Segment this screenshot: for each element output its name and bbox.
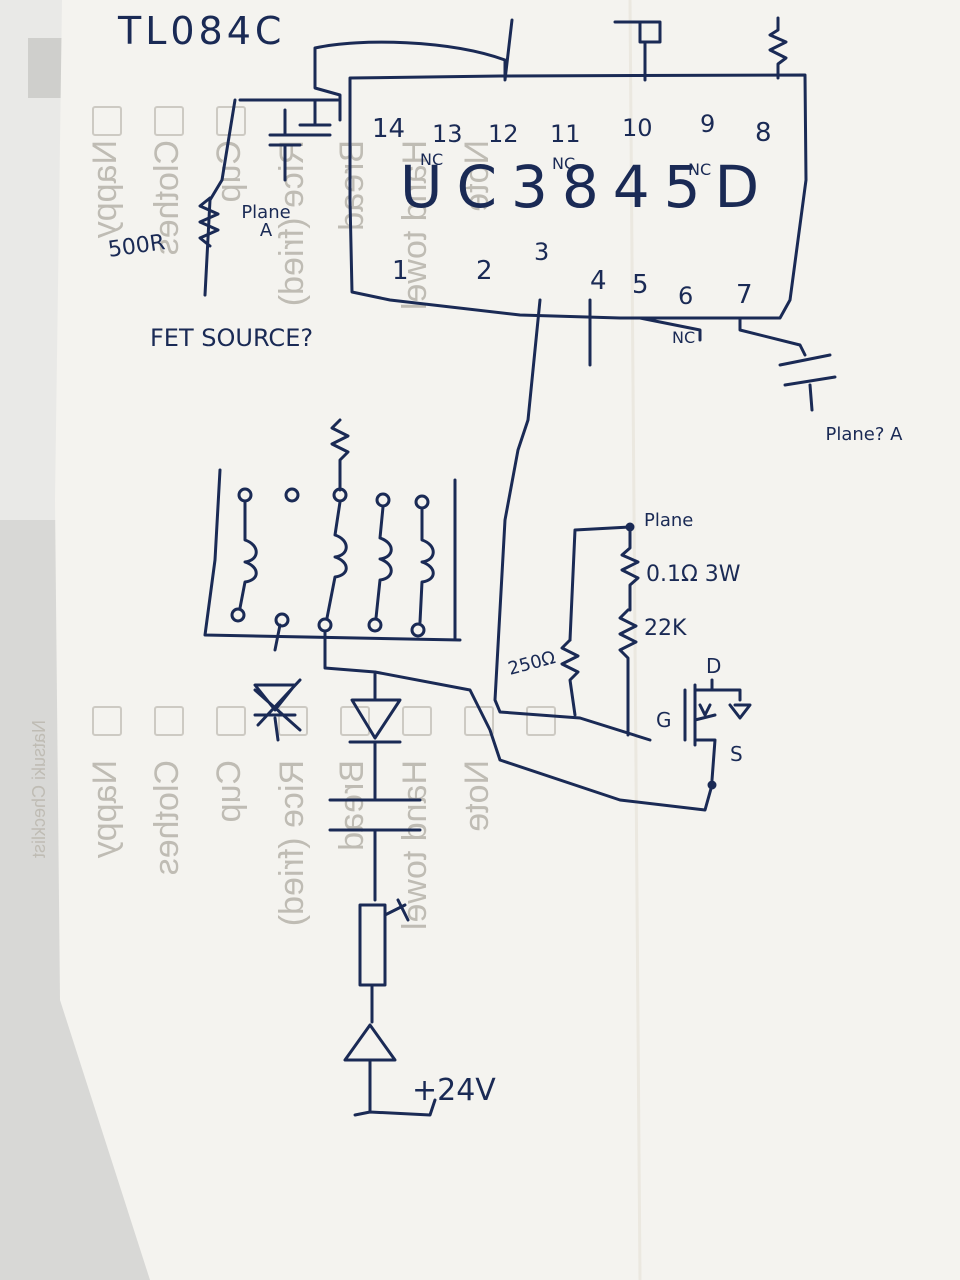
- nc-label: NC: [552, 154, 576, 173]
- pin-number: 9: [700, 110, 716, 138]
- ghost-checkbox: [154, 106, 184, 136]
- supply-label: +24V: [412, 1073, 496, 1108]
- mosfet-gate-label: G: [656, 708, 672, 732]
- terminal-circle: [237, 487, 253, 503]
- terminal-circle: [410, 622, 426, 638]
- inductor-box: [358, 898, 410, 987]
- winding: [418, 507, 435, 624]
- pin8-resistor: [768, 16, 788, 80]
- pin-number: 13: [432, 120, 463, 148]
- pin-number: 11: [550, 120, 581, 148]
- nc-label: NC: [688, 160, 712, 179]
- fet-source-label: FET SOURCE?: [150, 324, 314, 352]
- ghost-checkbox: [216, 706, 246, 736]
- plane-a-right-label: Plane? A: [825, 424, 903, 445]
- terminal-circle: [367, 617, 383, 633]
- pin-number: 7: [736, 280, 753, 310]
- ghost-checkbox: [402, 706, 432, 736]
- cap-pin7: [778, 353, 837, 412]
- terminal-circle: [317, 617, 333, 633]
- sense-resistor-label: 0.1Ω 3W: [646, 562, 741, 587]
- wire-pin7: [738, 316, 807, 357]
- terminal-circle: [284, 487, 300, 503]
- plane-top-label: Plane: [644, 510, 694, 531]
- wire-pin5-6: [638, 316, 702, 342]
- wire-top-loop: [313, 40, 507, 122]
- cap-left-group: [238, 98, 340, 182]
- terminal-circle: [230, 607, 246, 623]
- wire-plane-node: [568, 525, 632, 642]
- ghost-checkbox: [526, 706, 556, 736]
- nc-label: NC: [420, 150, 444, 169]
- ic-body-outline: [348, 73, 808, 320]
- resistor-sense: [620, 528, 640, 612]
- ghost-checkbox: [216, 106, 246, 136]
- tvs-diode: [253, 623, 302, 742]
- series-capacitor: [328, 798, 422, 902]
- ghost-checkbox: [92, 706, 122, 736]
- mosfet-source-dot: [707, 780, 717, 790]
- ghost-checkbox: [278, 706, 308, 736]
- resistor-top-transformer: [330, 418, 350, 492]
- pin-number: 2: [476, 256, 493, 286]
- pin-number: 4: [590, 266, 607, 296]
- pin-number: 5: [632, 270, 649, 300]
- winding: [238, 500, 258, 610]
- terminal-circle: [414, 494, 430, 510]
- wire-secondary-return: [373, 670, 714, 812]
- transformer-outline: [203, 468, 462, 642]
- chip-name: UC3845D: [400, 153, 774, 221]
- page-title: TL084C: [118, 9, 286, 53]
- mosfet-body: [683, 683, 752, 782]
- terminal-circle: [274, 612, 290, 628]
- winding: [374, 505, 393, 620]
- wire-pin3-down: [493, 298, 652, 742]
- input-diode: [343, 983, 437, 1117]
- terminal-circle: [375, 492, 391, 508]
- pin-number: 10: [622, 114, 653, 142]
- rectifier-diode: [348, 698, 402, 800]
- resistor-500r: [198, 196, 220, 248]
- mosfet-drain-label: D: [706, 654, 722, 678]
- nc-label: NC: [672, 328, 696, 347]
- top-switch-symbol: [613, 20, 662, 82]
- pin-number: 6: [678, 282, 694, 310]
- winding: [325, 500, 348, 620]
- wire-left-rail: [203, 98, 237, 297]
- pin12-stub: [503, 18, 514, 82]
- ghost-checkbox: [154, 706, 184, 736]
- pin-number: 14: [372, 114, 406, 144]
- ghost-checkbox: [92, 106, 122, 136]
- resistor-250: [560, 638, 580, 717]
- pin-number: 12: [488, 120, 519, 148]
- wire-transformer-out: [323, 630, 377, 700]
- r22k-label: 22K: [644, 616, 687, 641]
- pin-number: 3: [534, 238, 550, 266]
- mosfet-source-label: S: [730, 742, 743, 766]
- plane-a-left-label: Plane A: [241, 202, 291, 241]
- pin-number: 1: [392, 256, 409, 286]
- resistor-22k: [618, 608, 638, 737]
- pin-number: 8: [755, 118, 772, 148]
- paper-sheet: [55, 0, 960, 1280]
